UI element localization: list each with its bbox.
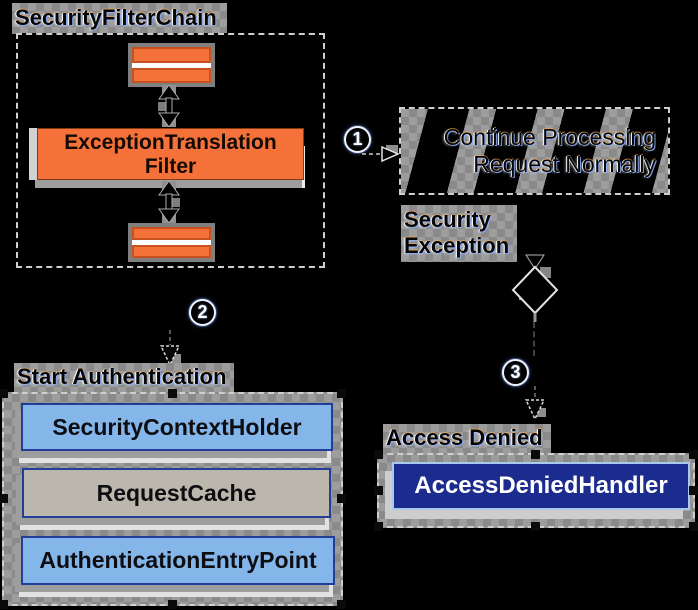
access-denied-label: Access Denied <box>383 424 551 453</box>
filter-bar-gap <box>132 240 211 245</box>
selection-handle[interactable] <box>167 389 177 398</box>
filter-stack-bottom-icon <box>128 223 215 262</box>
selection-handle[interactable] <box>689 485 698 495</box>
selection-handle[interactable] <box>689 522 698 531</box>
selection-handle[interactable] <box>374 522 383 531</box>
security-exception-line1: Security <box>404 207 491 232</box>
security-filter-chain-container[interactable]: ExceptionTranslation Filter <box>16 33 325 268</box>
security-exception-line2: Exception <box>404 233 510 258</box>
selection-handle[interactable] <box>337 494 346 503</box>
double-arrow-icon <box>158 181 180 223</box>
selection-handle[interactable] <box>374 450 383 459</box>
selection-handle[interactable] <box>0 600 8 609</box>
request-cache-node[interactable]: RequestCache <box>22 468 331 518</box>
selection-handle[interactable] <box>0 389 8 398</box>
filter-bar-gap <box>132 62 211 68</box>
exception-translation-filter-node[interactable]: ExceptionTranslation Filter <box>37 128 304 180</box>
flow-arrowhead-icon <box>362 145 400 163</box>
selection-handle[interactable] <box>337 389 346 398</box>
continue-processing-node[interactable]: Continue Processing Request Normally <box>399 107 670 195</box>
selection-handle[interactable] <box>0 494 8 503</box>
security-exception-label: Security Exception <box>401 205 518 262</box>
selection-handle[interactable] <box>531 522 540 531</box>
flow-connector <box>533 322 535 356</box>
access-denied-container[interactable]: AccessDeniedHandler <box>374 450 698 531</box>
flow-arrowhead-icon <box>524 386 546 421</box>
access-denied-handler-node[interactable]: AccessDeniedHandler <box>392 462 690 510</box>
continue-processing-line1: Continue Processing <box>443 124 656 150</box>
authentication-entry-point-node[interactable]: AuthenticationEntryPoint <box>21 536 335 585</box>
orange-filter-bar <box>132 47 211 63</box>
decision-diamond-icon[interactable] <box>507 253 565 323</box>
filter-stack-top-icon <box>128 43 215 87</box>
selection-handle[interactable] <box>167 600 177 609</box>
step-2-badge: 2 <box>186 294 219 330</box>
selection-handle[interactable] <box>689 450 698 459</box>
start-authentication-label: Start Authentication <box>14 363 235 392</box>
double-arrow-icon <box>158 85 180 127</box>
orange-filter-bar <box>132 227 211 240</box>
start-authentication-container[interactable]: SecurityContextHolder RequestCache Authe… <box>0 389 346 609</box>
security-filter-chain-label: SecurityFilterChain <box>12 3 227 34</box>
orange-filter-bar <box>132 245 211 258</box>
step-3-badge: 3 <box>499 354 532 390</box>
flow-arrowhead-icon <box>159 330 181 367</box>
selection-handle[interactable] <box>374 485 383 495</box>
exception-translation-filter-label-line2: Filter <box>144 155 197 178</box>
security-context-holder-node[interactable]: SecurityContextHolder <box>21 403 333 451</box>
selection-handle[interactable] <box>531 450 540 459</box>
exception-translation-filter-label-line1: ExceptionTranslation <box>64 131 277 154</box>
orange-filter-bar <box>132 67 211 83</box>
selection-handle[interactable] <box>337 600 346 609</box>
continue-processing-line2: Request Normally <box>473 151 656 177</box>
